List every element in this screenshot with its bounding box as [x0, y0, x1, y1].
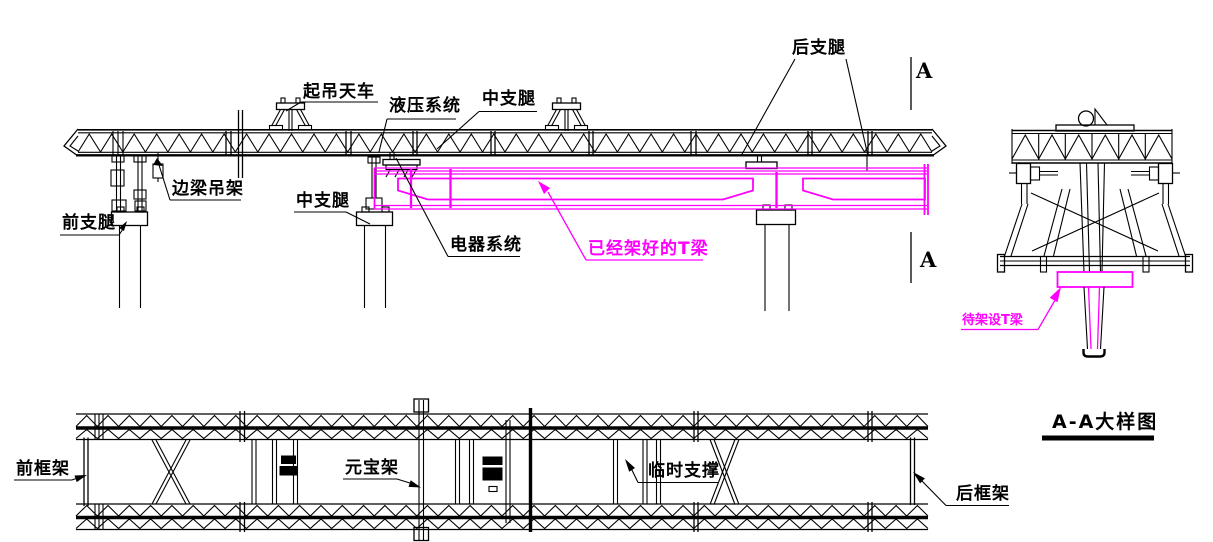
lifting-trolley-2: [544, 97, 589, 132]
transverse-member: [251, 439, 257, 504]
label-lifting-trolley: 起吊天车: [303, 82, 375, 102]
label-t-beam-to-erect: 待架设T梁: [962, 313, 1023, 328]
label-section-title: A-A大样图: [1052, 411, 1159, 433]
pier-3: [755, 204, 797, 311]
plan-band-stiffeners: [94, 411, 873, 532]
cross-brace-1: [151, 439, 191, 505]
bottom-sill: [996, 253, 1194, 273]
rear-frame-member: [909, 437, 916, 505]
truss-posts: [225, 131, 873, 155]
elevation-main-girder: [63, 97, 947, 178]
pier-2: [355, 206, 394, 308]
label-electrical-system: 电器系统: [450, 235, 522, 255]
section-a-a-view: [996, 107, 1194, 358]
label-section-a-bottom: A: [920, 247, 937, 272]
yuanbao-frame-member: [413, 398, 430, 542]
t-beam-to-erect-shape: [1056, 271, 1134, 358]
label-middle-leg-upper: 中支腿: [482, 89, 536, 109]
label-rear-leg: 后支腿: [792, 38, 846, 58]
front-leg-shape: [110, 155, 147, 212]
side-pin-right: [1131, 162, 1180, 185]
support-frame-legs: [1003, 188, 1187, 257]
label-front-frame: 前框架: [16, 459, 70, 479]
lifting-trolley-1: [268, 97, 313, 132]
side-beam-hanger-shape: [152, 153, 164, 182]
label-temporary-support: 临时支撑: [648, 461, 720, 481]
side-pin-left: [1009, 162, 1058, 185]
temporary-support-members: [612, 440, 662, 504]
label-hydraulic-system: 液压系统: [389, 96, 461, 116]
hoist-drum-circle: [1077, 110, 1095, 127]
bridge-piers: [110, 204, 797, 311]
section-title-underline: [1042, 435, 1154, 441]
plan-girder-band-bottom: [75, 503, 929, 531]
label-yuanbao-frame: 元宝架: [345, 458, 399, 478]
hanger-straps: [1020, 183, 1170, 204]
leader-lines: [14, 58, 1009, 507]
plan-trolley-2: [454, 420, 511, 523]
label-erected-t-beam: 已经架好的T梁: [588, 239, 709, 259]
pier-1: [110, 206, 149, 308]
rear-leg-shape: [745, 156, 868, 171]
label-rear-frame: 后框架: [956, 484, 1010, 504]
label-section-a-top: A: [916, 58, 933, 83]
highlight-leader-lines: [538, 181, 1061, 331]
hoist-flag: [1094, 107, 1108, 126]
label-side-beam-hanger: 边梁吊架: [172, 179, 244, 199]
front-frame-member: [83, 437, 89, 506]
girder-splice: [237, 110, 244, 178]
label-middle-leg-lower: 中支腿: [296, 191, 350, 211]
label-front-leg: 前支腿: [62, 213, 116, 233]
erected-t-beam-deck: [373, 164, 929, 215]
hoist-cables: [1079, 162, 1106, 273]
plan-view: [75, 398, 929, 542]
cross-brace-2: [709, 439, 740, 505]
plan-girder-band-top: [75, 413, 929, 441]
plan-trolley-1: [271, 440, 299, 504]
